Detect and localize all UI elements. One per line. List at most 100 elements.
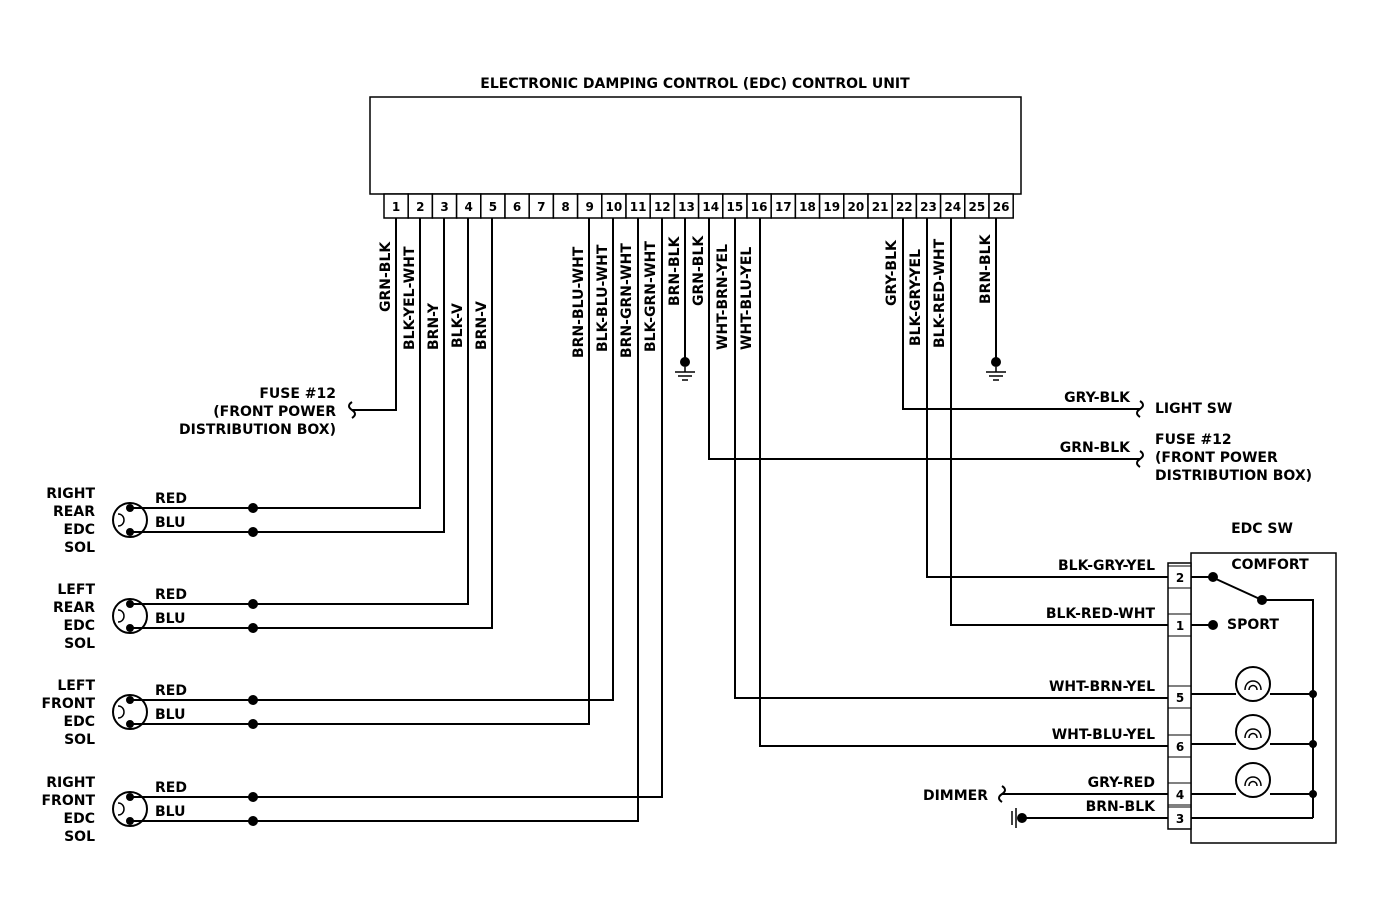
solenoid-label: FRONT <box>41 696 95 712</box>
connector-tilde-icon <box>1136 450 1144 468</box>
pin9-wire-label: BRN-BLU-WHT <box>571 246 587 358</box>
pin10-wire-label: BLK-BLU-WHT <box>595 244 611 352</box>
pin-number: 10 <box>606 200 623 214</box>
solenoid-wire-label: RED <box>155 780 187 796</box>
solenoid-coil-icon <box>117 705 125 719</box>
wire-pin16 <box>759 218 1168 747</box>
wire-pin22 <box>902 218 1140 410</box>
switch-pin-number: 2 <box>1176 571 1184 585</box>
pin-number: 12 <box>654 200 671 214</box>
pin1-wire-label: GRN-BLK <box>378 241 394 312</box>
solenoid-coil-icon <box>112 791 148 827</box>
solenoid-label: LEFT <box>57 678 95 694</box>
solenoid-wire-label: RED <box>155 491 187 507</box>
lamp-icon <box>1191 762 1317 798</box>
pin-number: 7 <box>537 200 545 214</box>
pin-number: 26 <box>993 200 1010 214</box>
solenoid: RIGHT FRONT EDC SOL RED BLU <box>41 775 258 845</box>
pin-number: 24 <box>944 200 961 214</box>
solenoid-wire-label: BLU <box>155 611 185 627</box>
splice-dot <box>248 527 258 537</box>
pin-number: 14 <box>702 200 719 214</box>
pin-number: 1 <box>392 200 400 214</box>
lamp-icon <box>1191 666 1317 702</box>
splice-dot <box>248 695 258 705</box>
pin-number: 4 <box>465 200 473 214</box>
pin-number: 20 <box>848 200 865 214</box>
splice-dot <box>248 599 258 609</box>
pin14-wire-label: GRN-BLK <box>691 235 707 306</box>
switch-wire <box>1262 599 1314 794</box>
solenoid-wire-label: RED <box>155 683 187 699</box>
pin-number: 11 <box>630 200 647 214</box>
dimmer-label: DIMMER <box>923 788 988 804</box>
wire-pin10 <box>253 218 614 701</box>
wire-pin2 <box>253 218 421 509</box>
solenoid-wire-label: RED <box>155 587 187 603</box>
edc-switch-title: EDC SW <box>1231 521 1293 537</box>
wire-pin23 <box>926 218 1168 578</box>
solenoid-label: EDC <box>64 811 95 827</box>
pin-number: 8 <box>561 200 569 214</box>
switch-pin-number: 5 <box>1176 691 1184 705</box>
solenoid-wire-label: BLU <box>155 515 185 531</box>
sw-pin6-wire-label: WHT-BLU-YEL <box>1052 727 1155 743</box>
light-sw-label: LIGHT SW <box>1155 401 1232 417</box>
lamp-icon <box>1191 714 1317 750</box>
splice-dot <box>248 623 258 633</box>
pin26-wire-label: BRN-BLK <box>978 233 994 304</box>
solenoid: LEFT FRONT EDC SOL RED BLU <box>41 678 258 748</box>
wire-pin4 <box>253 218 469 605</box>
pin-number: 22 <box>896 200 913 214</box>
pin-wire-labels: GRN-BLK BLK-YEL-WHT BRN-Y BLK-V BRN-V BR… <box>378 233 994 358</box>
diagram-title: ELECTRONIC DAMPING CONTROL (EDC) CONTROL… <box>480 76 910 92</box>
pin-number: 21 <box>872 200 889 214</box>
wire-pin1 <box>352 218 397 411</box>
switch-pin-number: 3 <box>1176 812 1184 826</box>
right-fuse-wire-label: GRN-BLK <box>1060 440 1131 456</box>
switch-pin-number: 6 <box>1176 740 1184 754</box>
pin16-wire-label: WHT-BLU-YEL <box>739 247 755 350</box>
svg-text:(FRONT POWER: (FRONT POWER <box>213 404 336 420</box>
solenoid-wire-label: BLU <box>155 707 185 723</box>
pin3-wire-label: BRN-Y <box>426 302 442 350</box>
switch-contact <box>1208 572 1218 582</box>
sport-label: SPORT <box>1227 617 1279 633</box>
pin-number: 5 <box>489 200 497 214</box>
wire-pin9 <box>253 218 590 725</box>
pin23-wire-label: BLK-GRY-YEL <box>908 249 924 346</box>
solenoid-label: EDC <box>64 714 95 730</box>
pin-cell <box>746 193 772 219</box>
solenoid-wire-label: BLU <box>155 804 185 820</box>
solenoid-coil-icon <box>117 609 125 623</box>
pin-cell <box>818 193 845 219</box>
solenoid-label: EDC <box>64 618 95 634</box>
pin12-wire-label: BLK-GRN-WHT <box>643 241 659 352</box>
svg-text:DISTRIBUTION BOX): DISTRIBUTION BOX) <box>179 422 336 438</box>
sw-pin3-wire-label: BRN-BLK <box>1086 799 1157 815</box>
ground-icon <box>675 357 695 381</box>
solenoid-label: RIGHT <box>46 775 95 791</box>
solenoid-label: SOL <box>64 540 95 556</box>
switch-pin-number: 1 <box>1176 619 1184 633</box>
connector-tilde-icon <box>348 401 356 419</box>
right-fuse-label: FUSE #12 <box>1155 432 1232 448</box>
wire-pin15 <box>734 218 1168 699</box>
pin-number: 13 <box>678 200 695 214</box>
wire-pin5 <box>253 218 493 629</box>
pin-number: 17 <box>775 200 792 214</box>
solenoid-coil-icon <box>117 513 125 527</box>
solenoid-label: SOL <box>64 829 95 845</box>
left-fuse-label: FUSE #12 (FRONT POWER DISTRIBUTION BOX) <box>179 386 356 438</box>
sw-pin1-wire-label: BLK-RED-WHT <box>1046 606 1156 622</box>
right-fuse-label-line2: (FRONT POWER <box>1155 450 1278 466</box>
solenoid-label: FRONT <box>41 793 95 809</box>
solenoid-coil-icon <box>117 802 125 816</box>
solenoid-label: SOL <box>64 732 95 748</box>
light-sw-wire-label: GRY-BLK <box>1064 390 1131 406</box>
splice-dot <box>248 503 258 513</box>
